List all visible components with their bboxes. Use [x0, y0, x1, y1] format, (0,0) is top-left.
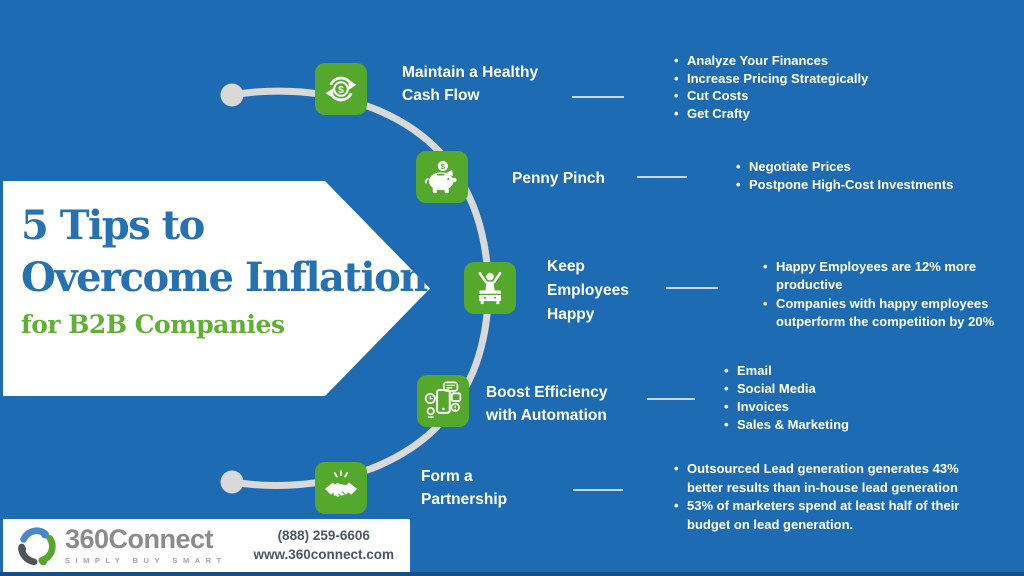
brand-tagline: SIMPLY BUY SMART	[65, 556, 227, 565]
tip5-bullet: Outsourced Lead generation generates 43%…	[674, 460, 997, 497]
brand-name: 360Connect	[65, 524, 214, 554]
tip3-bullet: Happy Employees are 12% more productive	[763, 258, 1016, 295]
tip3-title: Keep Employees Happy	[547, 255, 629, 327]
tip5-title-line2: Partnership	[421, 491, 508, 508]
tip5-bullet-list: Outsourced Lead generation generates 43%…	[673, 460, 997, 534]
tip5-tile	[315, 462, 367, 514]
tip1-bullet: Get Crafty	[674, 105, 987, 123]
tip2-bullet: Negotiate Prices	[736, 158, 1009, 176]
tip1-title-line2: Cash Flow	[402, 87, 480, 104]
tip3-tile	[464, 262, 516, 314]
svg-text:$: $	[441, 162, 446, 171]
360connect-logo-icon	[18, 527, 56, 565]
phone-number: (888) 259-6606	[277, 528, 370, 543]
cash-flow-cycle-icon: $	[325, 76, 357, 102]
tip2-bullet: Postpone High-Cost Investments	[736, 176, 1009, 194]
tip3-bullet: Companies with happy employees outperfor…	[763, 295, 1016, 332]
tip4-title: Boost Efficiency with Automation	[486, 381, 607, 427]
main-subtitle: for B2B Companies	[21, 310, 285, 339]
tip4-bullet: Social Media	[724, 380, 937, 398]
tip4-title-line1: Boost Efficiency	[486, 384, 608, 401]
tip4-tile	[417, 375, 469, 427]
footer-brand-bar: 360Connect SIMPLY BUY SMART (888) 259-66…	[3, 519, 410, 572]
tip4-title-line2: with Automation	[486, 407, 607, 424]
tip2-connector-dash	[637, 176, 687, 178]
tip2-bullet-list: Negotiate Prices Postpone High-Cost Inve…	[735, 158, 1009, 194]
contact-block: (888) 259-6606 www.360connect.com	[253, 527, 394, 564]
curve-start-dot	[220, 83, 244, 107]
website-url: www.360connect.com	[253, 546, 394, 562]
tip3-connector-dash	[666, 287, 718, 289]
tip4-bullet: Sales & Marketing	[724, 416, 937, 434]
title-arrow-banner: 5 Tips to Overcome Inflation for B2B Com…	[3, 181, 430, 396]
svg-text:$: $	[338, 85, 344, 96]
tip4-connector-dash	[647, 398, 695, 400]
tip3-title-line2: Employees	[547, 282, 629, 299]
bottom-edge-strip	[0, 572, 1024, 576]
tip3-title-line1: Keep	[547, 258, 585, 275]
tip1-connector-dash	[572, 96, 624, 98]
automation-devices-icon	[424, 381, 462, 418]
tip5-bullet: 53% of marketers spend at least half of …	[674, 497, 997, 534]
tip5-connector-dash	[573, 489, 623, 491]
tip2-title: Penny Pinch	[512, 167, 605, 190]
main-title-line1: 5 Tips to	[21, 202, 205, 249]
tip5-title-line1: Form a	[421, 468, 473, 485]
piggy-bank-icon: $	[425, 160, 457, 194]
tip1-tile: $	[315, 63, 367, 115]
handshake-icon	[324, 470, 358, 499]
tip3-title-line3: Happy	[547, 306, 595, 323]
tip2-tile: $	[416, 151, 468, 203]
curve-end-dot	[220, 470, 244, 494]
tip1-bullet: Cut Costs	[674, 87, 987, 105]
tip2-title-line1: Penny Pinch	[512, 170, 606, 187]
tip1-bullet-list: Analyze Your Finances Increase Pricing S…	[673, 52, 987, 122]
brand-block: 360Connect SIMPLY BUY SMART	[65, 524, 227, 566]
tip5-title: Form a Partnership	[421, 465, 507, 511]
tip3-bullet-list: Happy Employees are 12% more productive …	[762, 258, 1016, 332]
tip4-bullet: Email	[724, 362, 937, 380]
tip1-title: Maintain a Healthy Cash Flow	[402, 61, 538, 107]
tip4-bullet-list: Email Social Media Invoices Sales & Mark…	[723, 362, 937, 434]
happy-employee-icon	[478, 271, 502, 305]
tip1-bullet: Increase Pricing Strategically	[674, 70, 987, 88]
main-title-line2: Overcome Inflation	[21, 254, 428, 301]
tip1-title-line1: Maintain a Healthy	[402, 64, 539, 81]
tip4-bullet: Invoices	[724, 398, 937, 416]
tip1-bullet: Analyze Your Finances	[674, 52, 987, 70]
